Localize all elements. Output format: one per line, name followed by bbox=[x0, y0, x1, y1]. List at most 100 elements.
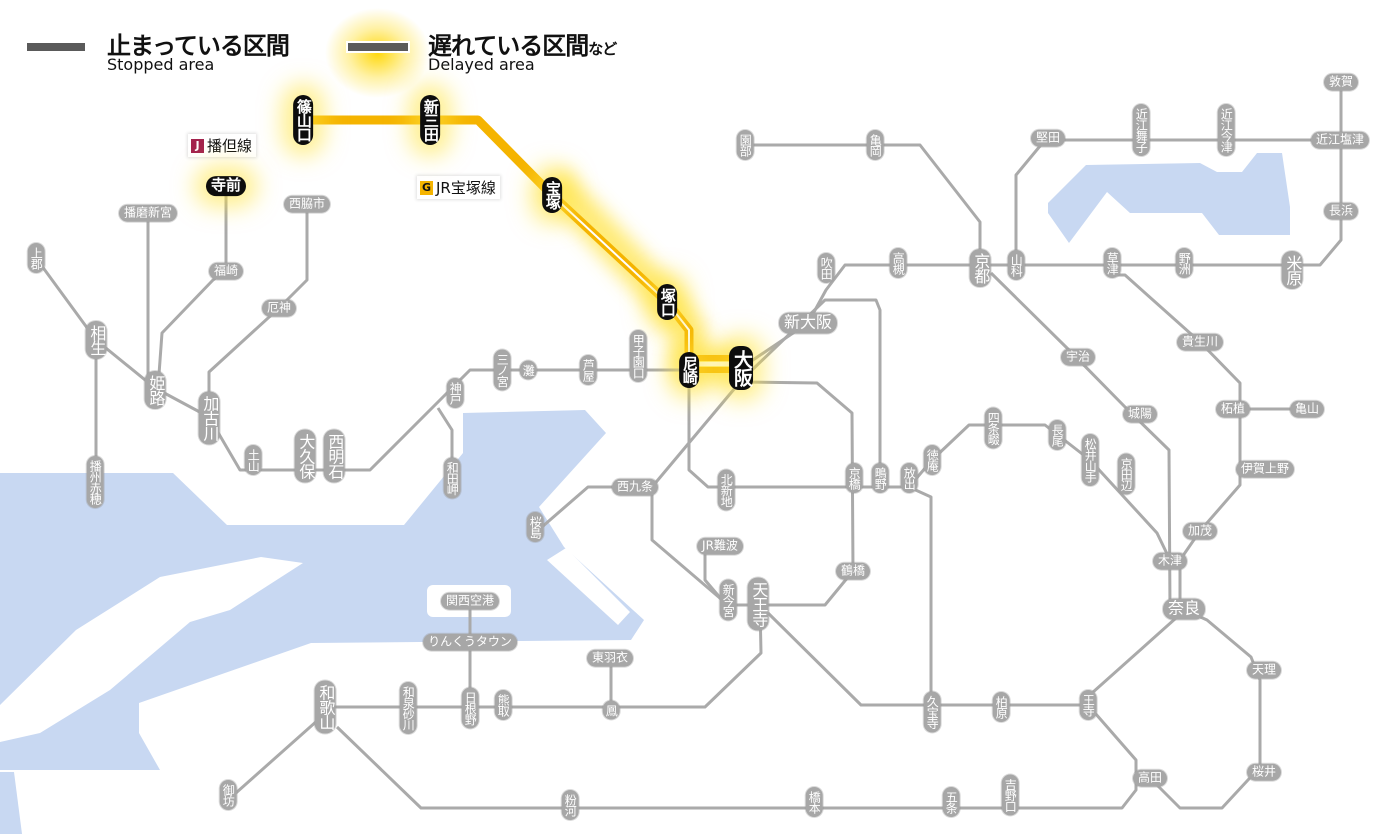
station-tsuchiyama[interactable]: 土山 bbox=[244, 445, 262, 475]
station-hanaten[interactable]: 放出 bbox=[900, 463, 918, 493]
station-osaka[interactable]: 大阪 bbox=[729, 346, 753, 390]
station-nada[interactable]: 灘 bbox=[519, 360, 537, 380]
station-omiimazu[interactable]: 近江今津 bbox=[1217, 104, 1235, 156]
station-takatsuki[interactable]: 高槻 bbox=[889, 248, 907, 278]
line-tag-bantan[interactable]: J 播但線 bbox=[188, 134, 257, 157]
station-kameyama[interactable]: 亀山 bbox=[1289, 400, 1325, 418]
station-jrnamba[interactable]: JR難波 bbox=[697, 537, 743, 555]
station-omimaiko[interactable]: 近江舞子 bbox=[1132, 104, 1150, 156]
jr-takarazuka-line-delayed bbox=[303, 115, 694, 358]
harbor-land bbox=[547, 548, 630, 625]
station-tsuge[interactable]: 柘植 bbox=[1215, 400, 1251, 418]
station-rinkutown[interactable]: りんくうタウン bbox=[423, 633, 517, 651]
station-teramae[interactable]: 寺前 bbox=[205, 176, 247, 196]
station-yamashina[interactable]: 山科 bbox=[1007, 250, 1025, 280]
station-himeji[interactable]: 姫路 bbox=[144, 371, 166, 409]
station-gobo[interactable]: 御坊 bbox=[219, 780, 237, 810]
station-kyobashi[interactable]: 京橋 bbox=[845, 463, 863, 493]
station-hashimoto[interactable]: 橋本 bbox=[805, 787, 823, 817]
station-nara[interactable]: 奈良 bbox=[1162, 598, 1206, 620]
delayed-legend-label: 遅れている区間など bbox=[428, 26, 617, 61]
station-igaueno[interactable]: 伊賀上野 bbox=[1235, 460, 1295, 478]
station-sakurajima[interactable]: 桜島 bbox=[526, 512, 544, 542]
delayed-legend-glow bbox=[325, 8, 430, 98]
station-amagasaki[interactable]: 尼崎 bbox=[679, 352, 699, 388]
station-takada[interactable]: 高田 bbox=[1132, 769, 1168, 787]
station-kameoka[interactable]: 亀岡 bbox=[866, 130, 884, 160]
station-shinimamiya[interactable]: 新今宮 bbox=[719, 579, 737, 621]
station-shigino[interactable]: 鴫野 bbox=[871, 463, 889, 493]
station-shinsanda[interactable]: 新三田 bbox=[420, 95, 440, 145]
delayed-legend-suffix: など bbox=[588, 40, 617, 58]
station-shinosaka[interactable]: 新大阪 bbox=[778, 312, 838, 334]
line-name: JR宝塚線 bbox=[436, 179, 496, 197]
station-kakogawa[interactable]: 加古川 bbox=[198, 391, 220, 445]
station-harimashingu[interactable]: 播磨新宮 bbox=[118, 204, 178, 222]
water-southwest bbox=[0, 772, 22, 834]
station-nishikujo[interactable]: 西九条 bbox=[611, 478, 659, 496]
station-nishiakashi[interactable]: 西明石 bbox=[323, 429, 345, 483]
station-otori[interactable]: 鳳 bbox=[602, 700, 620, 720]
station-aioi[interactable]: 相生 bbox=[85, 321, 107, 359]
station-kamigori[interactable]: 上郡 bbox=[27, 243, 45, 273]
station-kansaiairport[interactable]: 関西空港 bbox=[440, 592, 500, 610]
station-nagahama[interactable]: 長浜 bbox=[1323, 202, 1359, 220]
station-tsuruga[interactable]: 敦賀 bbox=[1323, 73, 1359, 91]
station-izumisunagawa[interactable]: 和泉砂川 bbox=[399, 682, 417, 734]
station-ashiya[interactable]: 芦屋 bbox=[579, 355, 597, 385]
sanyo-line bbox=[34, 257, 689, 472]
delayed-legend-text: 遅れている区間 bbox=[428, 32, 589, 60]
station-oji[interactable]: 王寺 bbox=[1079, 690, 1097, 720]
station-tsukaguchi[interactable]: 塚口 bbox=[657, 284, 677, 320]
station-suita[interactable]: 吹田 bbox=[817, 253, 835, 283]
station-kizu[interactable]: 木津 bbox=[1152, 552, 1188, 570]
station-kibukawa[interactable]: 貴生川 bbox=[1176, 333, 1224, 351]
station-okubo[interactable]: 大久保 bbox=[294, 429, 316, 483]
station-kyotanabe[interactable]: 京田辺 bbox=[1117, 453, 1135, 495]
station-kashiwara[interactable]: 柏原 bbox=[992, 692, 1010, 722]
station-yoshinoguchi[interactable]: 吉野口 bbox=[1001, 774, 1019, 816]
station-higashihagoromo[interactable]: 東羽衣 bbox=[586, 649, 634, 667]
station-maibara[interactable]: 米原 bbox=[1281, 251, 1303, 289]
station-sannomiya[interactable]: 三ノ宮 bbox=[493, 349, 511, 391]
station-sonobe[interactable]: 園部 bbox=[736, 130, 754, 160]
station-nishiwakishi[interactable]: 西脇市 bbox=[283, 195, 331, 213]
station-matsuiyamate[interactable]: 松井山手 bbox=[1081, 434, 1099, 486]
kisei-line bbox=[227, 718, 319, 802]
delayed-legend-swatch bbox=[346, 41, 410, 53]
station-takarazuka[interactable]: 宝塚 bbox=[542, 177, 562, 213]
station-kobe[interactable]: 神戸 bbox=[446, 378, 464, 408]
station-shijonawate[interactable]: 四条畷 bbox=[984, 407, 1002, 449]
station-nagao[interactable]: 長尾 bbox=[1048, 420, 1066, 450]
station-yasu[interactable]: 野洲 bbox=[1175, 248, 1193, 278]
station-banshuako[interactable]: 播州赤穂 bbox=[86, 456, 104, 508]
delayed-line-glow bbox=[539, 168, 741, 382]
station-kumatori[interactable]: 熊取 bbox=[494, 690, 512, 720]
station-kokawa[interactable]: 粉河 bbox=[561, 790, 579, 820]
line-tag-jr-takarazuka[interactable]: G JR宝塚線 bbox=[417, 176, 500, 199]
station-wakayama[interactable]: 和歌山 bbox=[314, 680, 336, 734]
station-sakurai[interactable]: 桜井 bbox=[1246, 763, 1282, 781]
station-gojo[interactable]: 五条 bbox=[942, 787, 960, 817]
station-tokuan[interactable]: 徳庵 bbox=[923, 445, 941, 475]
station-kyoto[interactable]: 京都 bbox=[969, 249, 991, 287]
station-wadamisaki[interactable]: 和田岬 bbox=[443, 457, 461, 499]
station-yakujin[interactable]: 厄神 bbox=[261, 299, 297, 317]
station-hineno[interactable]: 日根野 bbox=[461, 687, 479, 729]
station-omishiotsu[interactable]: 近江塩津 bbox=[1310, 131, 1370, 149]
station-tennoji[interactable]: 天王寺 bbox=[747, 577, 769, 631]
station-katata[interactable]: 堅田 bbox=[1030, 129, 1066, 147]
station-koshienguchi[interactable]: 甲子園口 bbox=[629, 330, 647, 382]
station-uji[interactable]: 宇治 bbox=[1060, 348, 1096, 366]
stopped-legend-label: 止まっている区間 bbox=[107, 32, 290, 60]
station-kusatsu[interactable]: 草津 bbox=[1103, 248, 1121, 278]
stopped-legend-label-en: Stopped area bbox=[107, 55, 215, 74]
station-kitashinchi[interactable]: 北新地 bbox=[717, 469, 735, 511]
station-kamo[interactable]: 加茂 bbox=[1182, 522, 1218, 540]
station-fukusaki[interactable]: 福崎 bbox=[208, 262, 244, 280]
station-tenri[interactable]: 天理 bbox=[1246, 661, 1282, 679]
station-tsuruhashi[interactable]: 鶴橋 bbox=[835, 562, 871, 580]
station-sasayamaguchi[interactable]: 篠山口 bbox=[293, 95, 313, 145]
station-kyuhoji[interactable]: 久宝寺 bbox=[923, 691, 941, 733]
station-joyo[interactable]: 城陽 bbox=[1122, 405, 1158, 423]
